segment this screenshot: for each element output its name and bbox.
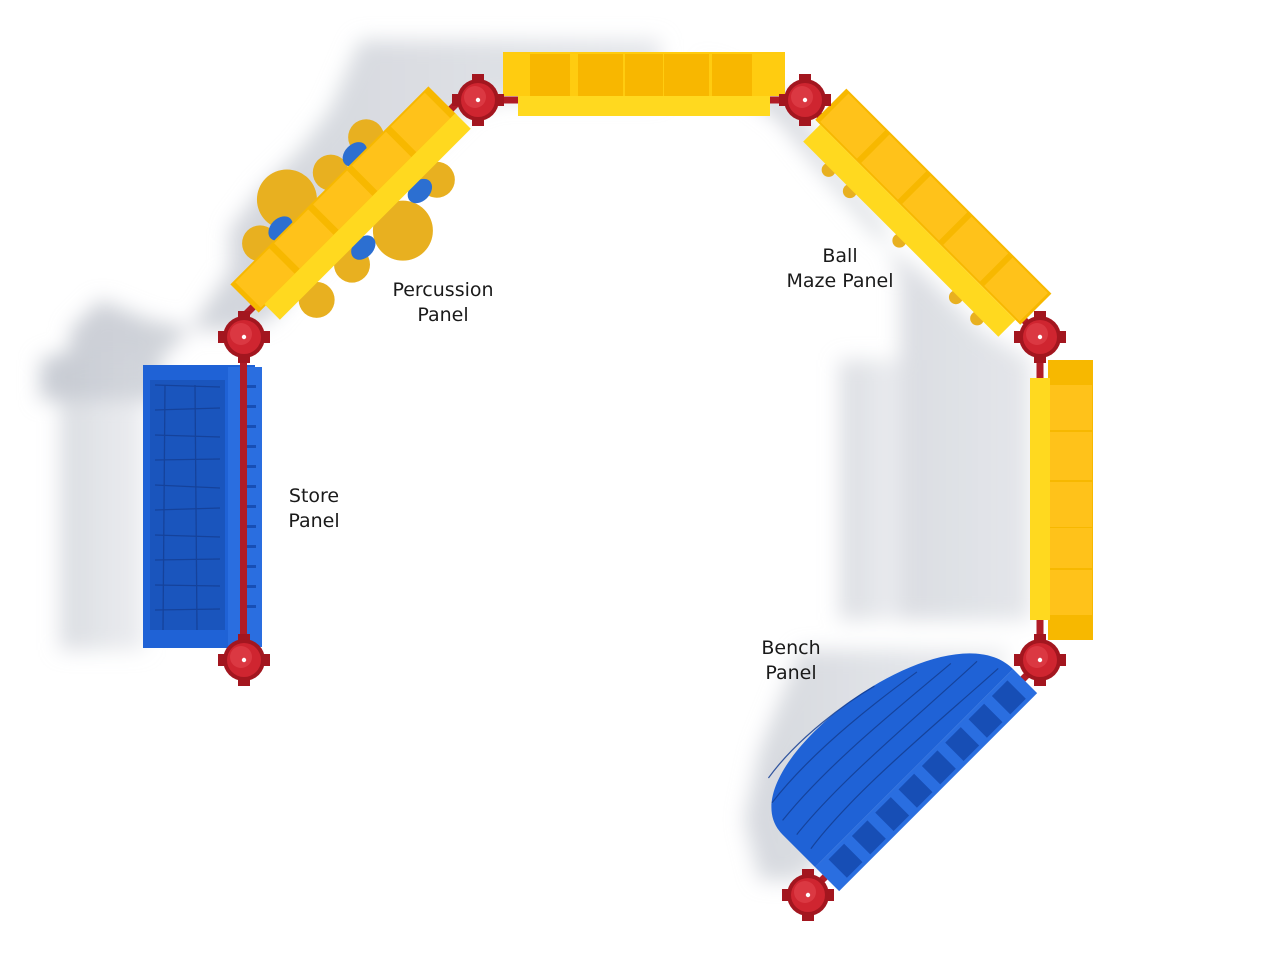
- right-panel: [1030, 337, 1093, 660]
- percussion-label-line2: Panel: [417, 304, 469, 326]
- percussion-panel-label: Percussion Panel: [383, 278, 503, 328]
- bench-panel: [767, 653, 1044, 898]
- bench-label-line2: Panel: [765, 662, 817, 684]
- ball-maze-panel-label: Ball Maze Panel: [776, 244, 904, 294]
- store-label-line1: Store: [288, 485, 340, 507]
- store-label-line2: Panel: [288, 510, 340, 532]
- ball-maze-label-line2: Maze Panel: [786, 270, 894, 292]
- bench-label-line1: Bench: [761, 637, 821, 659]
- store-panel: [143, 345, 262, 648]
- ball-maze-panel: [802, 88, 1052, 338]
- percussion-label-line1: Percussion: [392, 279, 494, 301]
- ball-maze-label-line1: Ball: [822, 245, 858, 267]
- percussion-panel: [230, 86, 471, 324]
- bench-panel-label: Bench Panel: [752, 636, 830, 686]
- top-panel: [478, 52, 805, 116]
- store-panel-label: Store Panel: [278, 484, 350, 534]
